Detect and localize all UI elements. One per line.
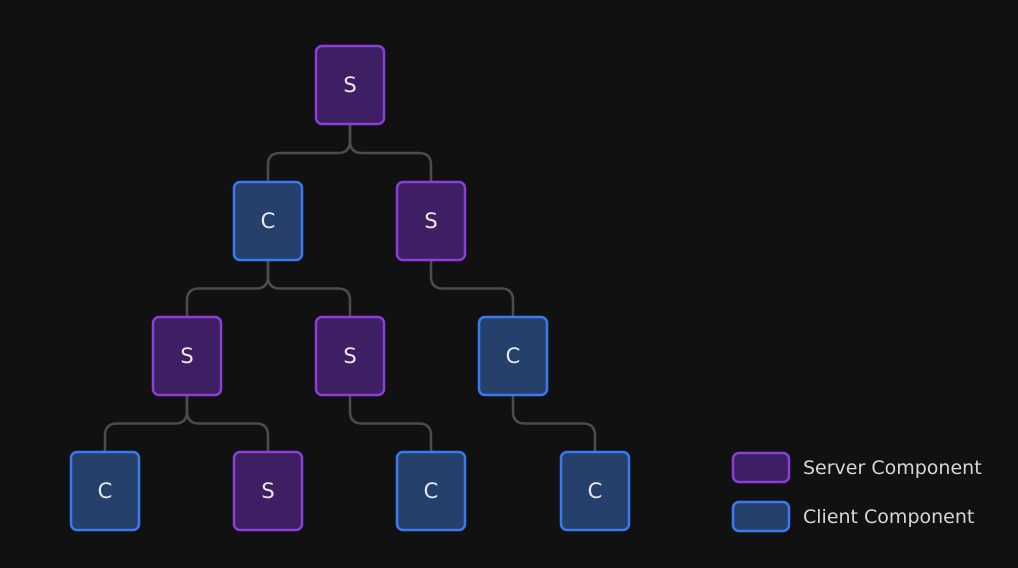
legend-item-server: Server Component	[731, 451, 982, 484]
legend-label-server: Server Component	[803, 457, 982, 479]
node-client-n2: C	[232, 180, 304, 262]
legend-item-client: Client Component	[731, 500, 974, 533]
node-box-n8	[232, 450, 304, 532]
node-label-n5: S	[343, 344, 356, 368]
node-box-n4	[151, 315, 223, 397]
node-label-n8: S	[261, 479, 274, 503]
node-server-n1: S	[314, 44, 386, 126]
node-label-n1: S	[343, 73, 356, 97]
node-box-n10	[559, 450, 631, 532]
node-client-n7: C	[69, 450, 141, 532]
node-client-n6: C	[477, 315, 549, 397]
legend-swatch-client	[731, 500, 791, 533]
edge-n1-n3	[348, 124, 433, 182]
node-label-n6: C	[506, 344, 521, 368]
node-label-n10: C	[588, 479, 603, 503]
node-server-n5: S	[314, 315, 386, 397]
node-label-n9: C	[424, 479, 439, 503]
node-label-n2: C	[261, 209, 276, 233]
node-box-n6	[477, 315, 549, 397]
node-server-n4: S	[151, 315, 223, 397]
node-box-n2	[232, 180, 304, 262]
node-box-n5	[314, 315, 386, 397]
legend-label-client: Client Component	[803, 506, 974, 528]
node-label-n4: S	[180, 344, 193, 368]
node-box-n3	[395, 180, 467, 262]
node-server-n3: S	[395, 180, 467, 262]
node-client-n10: C	[559, 450, 631, 532]
node-box-n7	[69, 450, 141, 532]
legend: Server Component Client Component	[731, 451, 982, 533]
edge-n4-n8	[185, 395, 270, 452]
node-server-n8: S	[232, 450, 304, 532]
edge-n6-n10	[511, 395, 597, 452]
tree-nodes: S C S S S C C S C C	[69, 44, 631, 532]
node-box-n9	[395, 450, 467, 532]
tree-edges	[103, 124, 597, 452]
edge-n5-n9	[348, 395, 433, 452]
node-client-n9: C	[395, 450, 467, 532]
legend-swatch-server	[731, 451, 791, 484]
node-label-n7: C	[98, 479, 113, 503]
node-label-n3: S	[424, 209, 437, 233]
node-box-n1	[314, 44, 386, 126]
edge-n2-n5	[266, 260, 352, 317]
edge-n3-n6	[429, 260, 515, 317]
